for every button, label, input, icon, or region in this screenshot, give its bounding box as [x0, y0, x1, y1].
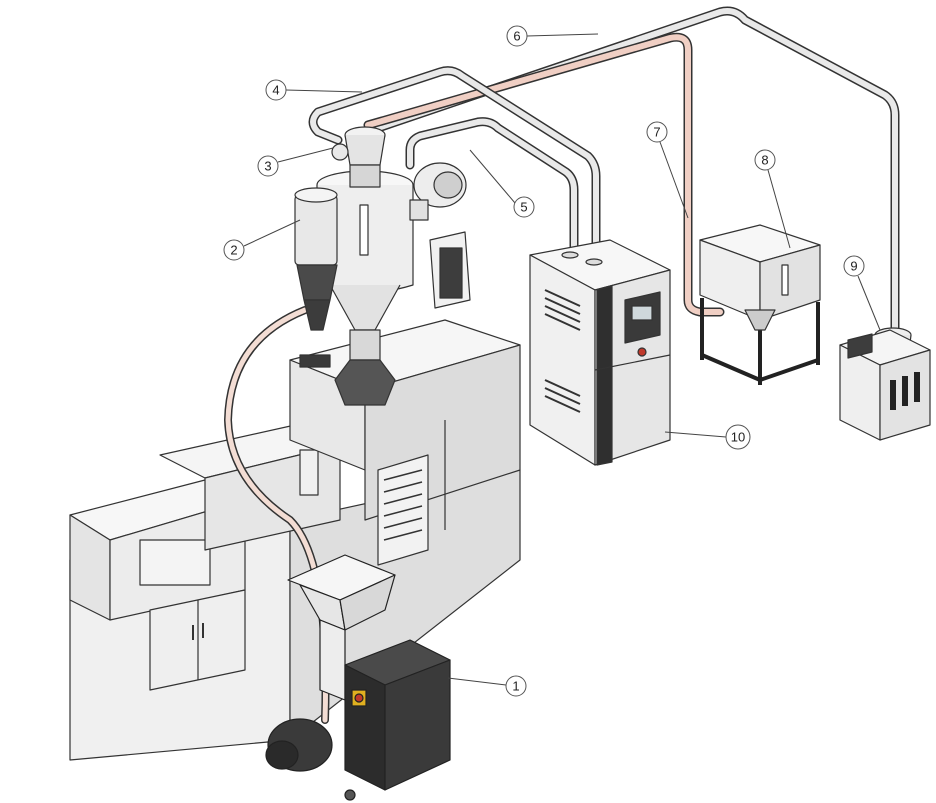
injection-molding-machine: [69, 319, 521, 761]
hopper-dryer: [294, 126, 471, 406]
callout-9-label: 9: [850, 259, 857, 274]
callout-2-label: 2: [230, 243, 237, 258]
callout-5-label: 5: [520, 200, 527, 215]
callout-4: 4: [265, 79, 363, 101]
callout-5: 5: [469, 149, 535, 218]
dehumidifying-dryer-unit: [529, 239, 671, 466]
callout-10: 10: [664, 424, 751, 450]
storage-hopper-stand: [699, 224, 821, 385]
auto-loader-unit: [839, 327, 931, 441]
callout-9: 9: [843, 255, 881, 331]
granulator-unit: [265, 554, 451, 801]
callout-7-label: 7: [653, 125, 660, 140]
callout-6: 6: [506, 25, 599, 47]
callout-7: 7: [646, 121, 689, 219]
callout-3: 3: [257, 147, 334, 177]
callout-8-label: 8: [761, 153, 768, 168]
callout-2: 2: [223, 219, 301, 261]
callout-1: 1: [447, 675, 527, 697]
callout-10-label: 10: [731, 430, 745, 445]
callouts: 1 2 3 4 5 6 7: [223, 25, 881, 697]
callout-3-label: 3: [264, 159, 271, 174]
callout-6-label: 6: [513, 29, 520, 44]
callout-1-label: 1: [512, 679, 519, 694]
callout-8: 8: [754, 149, 791, 249]
callout-4-label: 4: [272, 83, 279, 98]
